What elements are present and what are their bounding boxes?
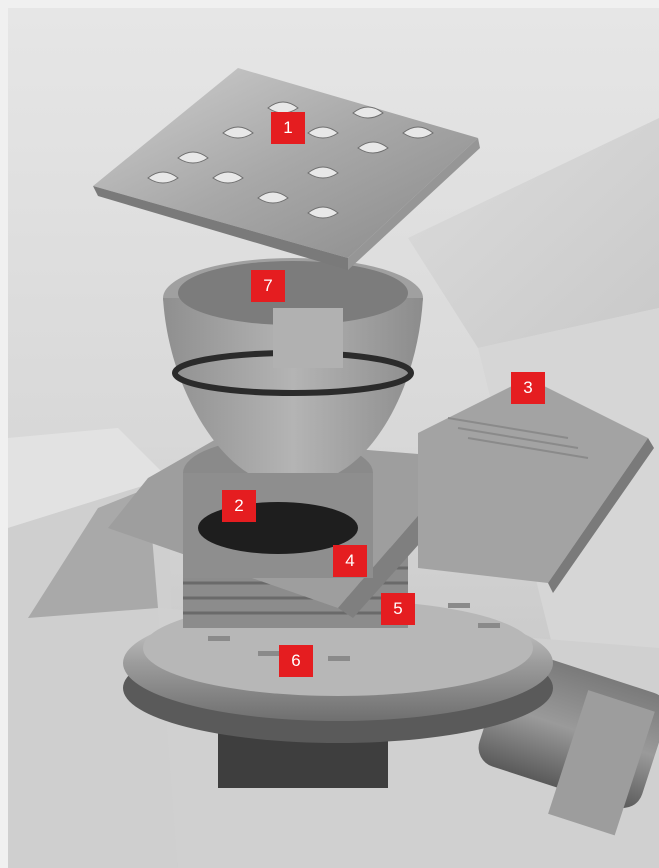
callout-1-grate: 1 <box>271 112 305 144</box>
callout-4-sealing-plate: 4 <box>333 545 367 577</box>
callout-2-inner-cylinder: 2 <box>222 490 256 522</box>
callout-6-drain-body: 6 <box>279 645 313 677</box>
callout-5-threaded-collar: 5 <box>381 593 415 625</box>
callout-3-extension-plate: 3 <box>511 372 545 404</box>
floor-drain-illustration <box>8 8 659 868</box>
callout-7-trap-cup: 7 <box>251 270 285 302</box>
trap-baffle <box>273 308 343 368</box>
floor-drain-exploded-photo <box>8 8 659 868</box>
